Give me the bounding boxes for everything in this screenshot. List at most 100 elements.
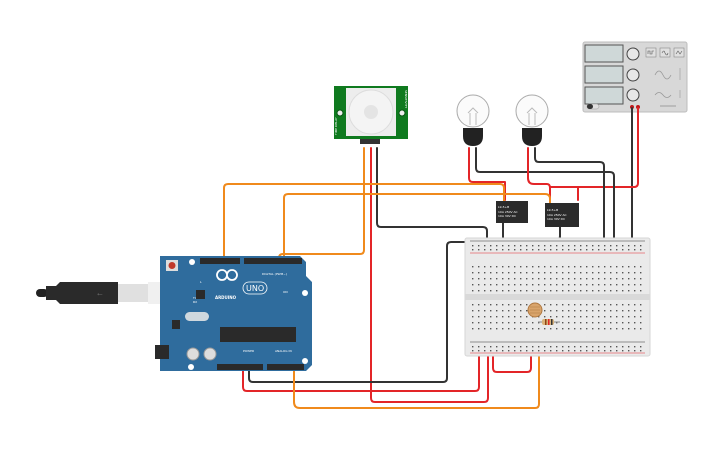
- breadboard-hole[interactable]: [592, 272, 594, 274]
- breadboard-hole[interactable]: [478, 245, 480, 247]
- breadboard-hole[interactable]: [640, 266, 642, 268]
- breadboard-hole[interactable]: [538, 272, 540, 274]
- breadboard-hole[interactable]: [586, 245, 588, 247]
- breadboard-hole[interactable]: [490, 346, 492, 348]
- breadboard-hole[interactable]: [514, 249, 516, 251]
- breadboard-hole[interactable]: [472, 316, 474, 318]
- breadboard[interactable]: [464, 237, 651, 357]
- breadboard-hole[interactable]: [580, 278, 582, 280]
- breadboard-hole[interactable]: [574, 249, 576, 251]
- breadboard-hole[interactable]: [502, 346, 504, 348]
- breadboard-hole[interactable]: [538, 290, 540, 292]
- breadboard-hole[interactable]: [634, 245, 636, 247]
- breadboard-hole[interactable]: [544, 310, 546, 312]
- breadboard-hole[interactable]: [484, 290, 486, 292]
- breadboard-hole[interactable]: [538, 328, 540, 330]
- breadboard-hole[interactable]: [622, 278, 624, 280]
- breadboard-hole[interactable]: [550, 249, 552, 251]
- breadboard-hole[interactable]: [532, 266, 534, 268]
- breadboard-hole[interactable]: [562, 266, 564, 268]
- breadboard-hole[interactable]: [526, 316, 528, 318]
- breadboard-hole[interactable]: [496, 266, 498, 268]
- breadboard-hole[interactable]: [598, 310, 600, 312]
- fg-square-wave-button[interactable]: [645, 47, 657, 58]
- breadboard-hole[interactable]: [568, 304, 570, 306]
- breadboard-hole[interactable]: [604, 272, 606, 274]
- breadboard-hole[interactable]: [526, 266, 528, 268]
- breadboard-hole[interactable]: [562, 304, 564, 306]
- breadboard-hole[interactable]: [640, 304, 642, 306]
- bulb-2[interactable]: [515, 94, 549, 146]
- breadboard-hole[interactable]: [568, 272, 570, 274]
- breadboard-hole[interactable]: [514, 350, 516, 352]
- breadboard-hole[interactable]: [538, 249, 540, 251]
- breadboard-hole[interactable]: [526, 346, 528, 348]
- breadboard-hole[interactable]: [622, 272, 624, 274]
- breadboard-hole[interactable]: [574, 290, 576, 292]
- breadboard-hole[interactable]: [568, 245, 570, 247]
- breadboard-hole[interactable]: [514, 322, 516, 324]
- breadboard-hole[interactable]: [484, 350, 486, 352]
- breadboard-hole[interactable]: [598, 272, 600, 274]
- breadboard-hole[interactable]: [544, 284, 546, 286]
- breadboard-hole[interactable]: [484, 304, 486, 306]
- breadboard-hole[interactable]: [514, 245, 516, 247]
- breadboard-hole[interactable]: [580, 346, 582, 348]
- breadboard-hole[interactable]: [616, 290, 618, 292]
- breadboard-hole[interactable]: [616, 350, 618, 352]
- breadboard-hole[interactable]: [508, 272, 510, 274]
- breadboard-hole[interactable]: [586, 272, 588, 274]
- breadboard-hole[interactable]: [472, 272, 474, 274]
- breadboard-hole[interactable]: [574, 284, 576, 286]
- breadboard-hole[interactable]: [472, 350, 474, 352]
- breadboard-hole[interactable]: [478, 322, 480, 324]
- breadboard-hole[interactable]: [610, 328, 612, 330]
- breadboard-hole[interactable]: [526, 310, 528, 312]
- breadboard-hole[interactable]: [580, 266, 582, 268]
- breadboard-hole[interactable]: [502, 304, 504, 306]
- breadboard-hole[interactable]: [478, 350, 480, 352]
- breadboard-hole[interactable]: [562, 245, 564, 247]
- breadboard-hole[interactable]: [580, 310, 582, 312]
- breadboard-hole[interactable]: [556, 328, 558, 330]
- breadboard-hole[interactable]: [562, 350, 564, 352]
- breadboard-hole[interactable]: [550, 310, 552, 312]
- breadboard-hole[interactable]: [628, 346, 630, 348]
- breadboard-hole[interactable]: [556, 278, 558, 280]
- breadboard-hole[interactable]: [472, 249, 474, 251]
- breadboard-hole[interactable]: [634, 328, 636, 330]
- breadboard-hole[interactable]: [550, 278, 552, 280]
- breadboard-hole[interactable]: [556, 272, 558, 274]
- breadboard-hole[interactable]: [550, 328, 552, 330]
- breadboard-hole[interactable]: [520, 322, 522, 324]
- breadboard-hole[interactable]: [586, 350, 588, 352]
- breadboard-hole[interactable]: [478, 316, 480, 318]
- breadboard-hole[interactable]: [574, 350, 576, 352]
- breadboard-hole[interactable]: [490, 272, 492, 274]
- breadboard-hole[interactable]: [628, 350, 630, 352]
- breadboard-hole[interactable]: [616, 316, 618, 318]
- breadboard-hole[interactable]: [556, 310, 558, 312]
- breadboard-hole[interactable]: [496, 322, 498, 324]
- breadboard-hole[interactable]: [574, 328, 576, 330]
- breadboard-hole[interactable]: [490, 249, 492, 251]
- breadboard-hole[interactable]: [502, 328, 504, 330]
- breadboard-hole[interactable]: [568, 290, 570, 292]
- breadboard-hole[interactable]: [472, 310, 474, 312]
- breadboard-hole[interactable]: [478, 272, 480, 274]
- breadboard-hole[interactable]: [532, 249, 534, 251]
- breadboard-hole[interactable]: [634, 350, 636, 352]
- breadboard-hole[interactable]: [550, 346, 552, 348]
- breadboard-hole[interactable]: [544, 272, 546, 274]
- breadboard-hole[interactable]: [640, 346, 642, 348]
- breadboard-hole[interactable]: [514, 316, 516, 318]
- breadboard-hole[interactable]: [622, 350, 624, 352]
- breadboard-hole[interactable]: [616, 322, 618, 324]
- breadboard-hole[interactable]: [526, 284, 528, 286]
- resistor[interactable]: [538, 319, 560, 325]
- breadboard-hole[interactable]: [532, 346, 534, 348]
- breadboard-hole[interactable]: [526, 350, 528, 352]
- wire-pir-signal[interactable]: [278, 147, 365, 263]
- breadboard-hole[interactable]: [478, 310, 480, 312]
- wire-ldr-vcc[interactable]: [492, 317, 532, 373]
